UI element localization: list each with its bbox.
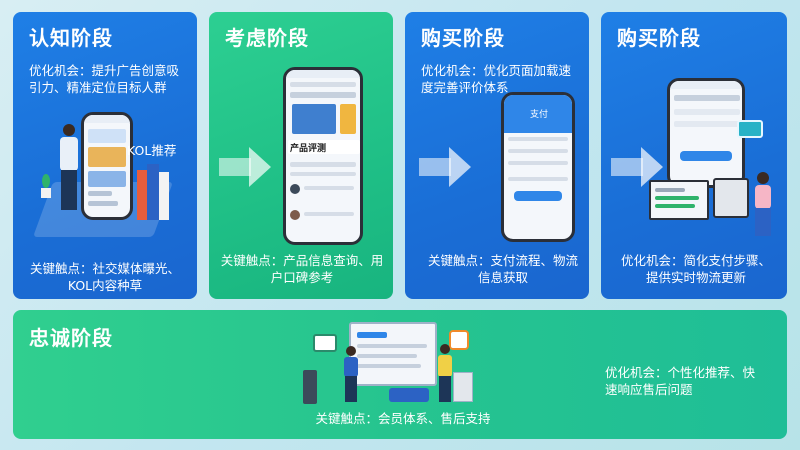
person-icon xyxy=(55,124,83,224)
stage-loyalty-touchpoints: 关键触点：会员体系、售后支持 xyxy=(315,411,491,426)
arrow-right-icon xyxy=(611,147,663,187)
support-icon xyxy=(449,330,469,350)
stage-purchase2-title: 购买阶段 xyxy=(617,26,701,50)
stage-loyalty-panel: 忠诚阶段 关键触点：会员体系、售后支持 优化机会：个性化推荐、快速响应售后问题 xyxy=(13,310,787,439)
stage-awareness-opportunity: 优化机会：提升广告创意吸引力、精准定位目标人群 xyxy=(29,63,180,95)
stage-purchase-title: 购买阶段 xyxy=(421,26,505,50)
stage-consideration-panel: 考虑阶段 产品评测 关键触点：产品信息查询、用户口碑参考 xyxy=(209,12,393,299)
stage-consideration-touchpoints: 关键触点：产品信息查询、用户口碑参考 xyxy=(220,253,384,285)
stage-purchase-touchpoints: 关键触点：支付流程、物流信息获取 xyxy=(427,253,578,285)
person-icon xyxy=(751,172,775,240)
person-icon xyxy=(341,346,361,404)
calculator-icon xyxy=(713,178,749,218)
cabinet-icon xyxy=(453,372,473,402)
stage-awareness-title: 认知阶段 xyxy=(29,26,113,50)
stage-purchase2-opportunity: 优化机会：简化支付步骤、提供实时物流更新 xyxy=(620,253,771,285)
phone-icon xyxy=(81,112,133,220)
phone-icon: 产品评测 xyxy=(283,67,363,245)
phone-icon: 支付 xyxy=(501,92,575,242)
chat-bubble-icon xyxy=(313,334,337,352)
stage-purchase2-panel: 购买阶段 优化机会：简化支付步骤、提供实时物流更新 xyxy=(601,12,787,299)
stage-purchase-panel: 购买阶段 优化机会：优化页面加载速度完善评价体系 支付 关键触点：支付流程、物流… xyxy=(405,12,589,299)
stage-loyalty-opportunity: 优化机会：个性化推荐、快速响应售后问题 xyxy=(605,365,756,397)
plant-icon xyxy=(39,174,53,198)
card-icon xyxy=(737,120,763,138)
monitor-icon xyxy=(649,180,709,220)
stage-consideration-title: 考虑阶段 xyxy=(225,26,309,50)
loyalty-illustration xyxy=(303,314,473,404)
stage-awareness-panel: 认知阶段 优化机会：提升广告创意吸引力、精准定位目标人群 xyxy=(13,12,197,299)
phone-pay-text: 支付 xyxy=(530,110,549,120)
person-icon xyxy=(435,344,455,404)
awareness-illustration xyxy=(32,112,183,252)
phone-icon xyxy=(667,78,745,188)
stage-purchase-opportunity: 优化机会：优化页面加载速度完善评价体系 xyxy=(421,63,572,95)
books-icon xyxy=(137,164,171,220)
stage-awareness-touchpoints: 关键触点：社交媒体曝光、KOL内容种草 xyxy=(29,261,180,293)
arrow-right-icon xyxy=(419,147,471,187)
kol-recommend-label: KOL推荐 xyxy=(127,143,177,158)
arrow-right-icon xyxy=(219,147,271,187)
phone-product-review-text: 产品评测 xyxy=(290,144,327,154)
stage-loyalty-title: 忠诚阶段 xyxy=(29,326,113,350)
bags-icon xyxy=(389,388,429,402)
kiosk-icon xyxy=(303,370,317,404)
